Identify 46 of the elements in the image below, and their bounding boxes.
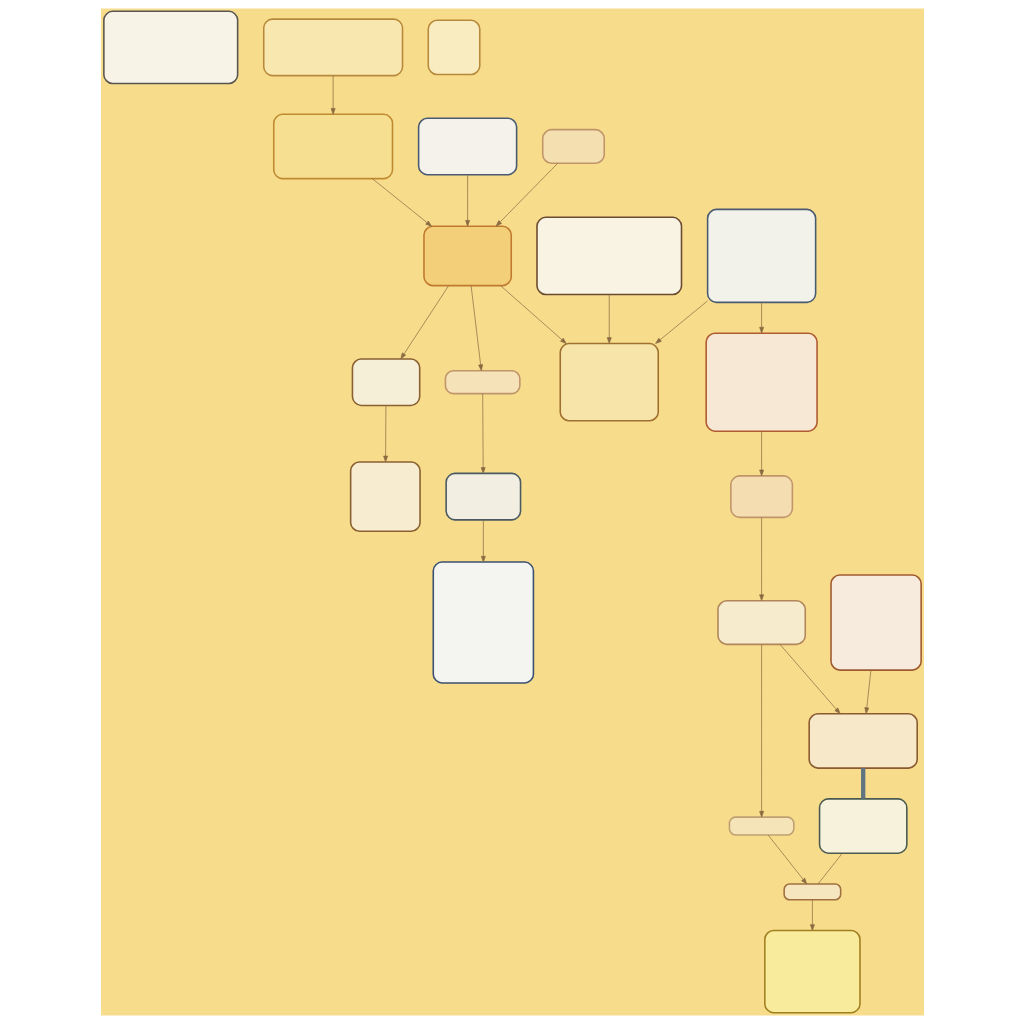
arrow xyxy=(382,405,388,463)
node-box xyxy=(432,561,534,684)
node-box xyxy=(102,10,238,85)
node-box xyxy=(807,712,918,769)
node-box xyxy=(829,574,922,671)
node-box xyxy=(558,342,659,422)
arrow xyxy=(758,431,764,477)
node-box xyxy=(729,475,793,519)
arrow xyxy=(767,834,807,885)
node-box xyxy=(706,208,816,304)
arrow xyxy=(480,393,486,474)
arrow xyxy=(758,517,764,601)
node-box xyxy=(417,117,517,176)
node-box xyxy=(716,599,806,646)
arrow xyxy=(464,174,470,227)
arrow xyxy=(499,285,567,344)
arrow xyxy=(654,300,708,344)
arrow xyxy=(371,178,432,227)
node-box xyxy=(818,798,908,854)
node-box xyxy=(262,18,403,77)
arrow xyxy=(758,644,764,818)
node-box xyxy=(427,19,481,76)
connector xyxy=(860,768,865,799)
node-box xyxy=(535,216,682,296)
arrow xyxy=(758,302,764,334)
arrow xyxy=(606,294,612,344)
node-box xyxy=(422,225,512,287)
connector xyxy=(817,852,843,885)
node-box xyxy=(272,113,393,180)
node-box xyxy=(728,816,795,836)
node-box xyxy=(704,332,818,432)
arrow xyxy=(480,519,486,563)
arrow xyxy=(863,669,871,714)
node-box xyxy=(763,929,861,1014)
arrow xyxy=(330,75,335,115)
node-box xyxy=(541,128,605,165)
node-box xyxy=(444,472,521,521)
node-box xyxy=(782,883,841,901)
arrow xyxy=(400,285,449,360)
arrow xyxy=(495,163,558,227)
node-box xyxy=(349,461,421,533)
arrow xyxy=(779,644,840,714)
arrow xyxy=(470,285,483,371)
node-box xyxy=(444,369,521,395)
arrow xyxy=(809,899,815,931)
node-box xyxy=(351,358,420,407)
